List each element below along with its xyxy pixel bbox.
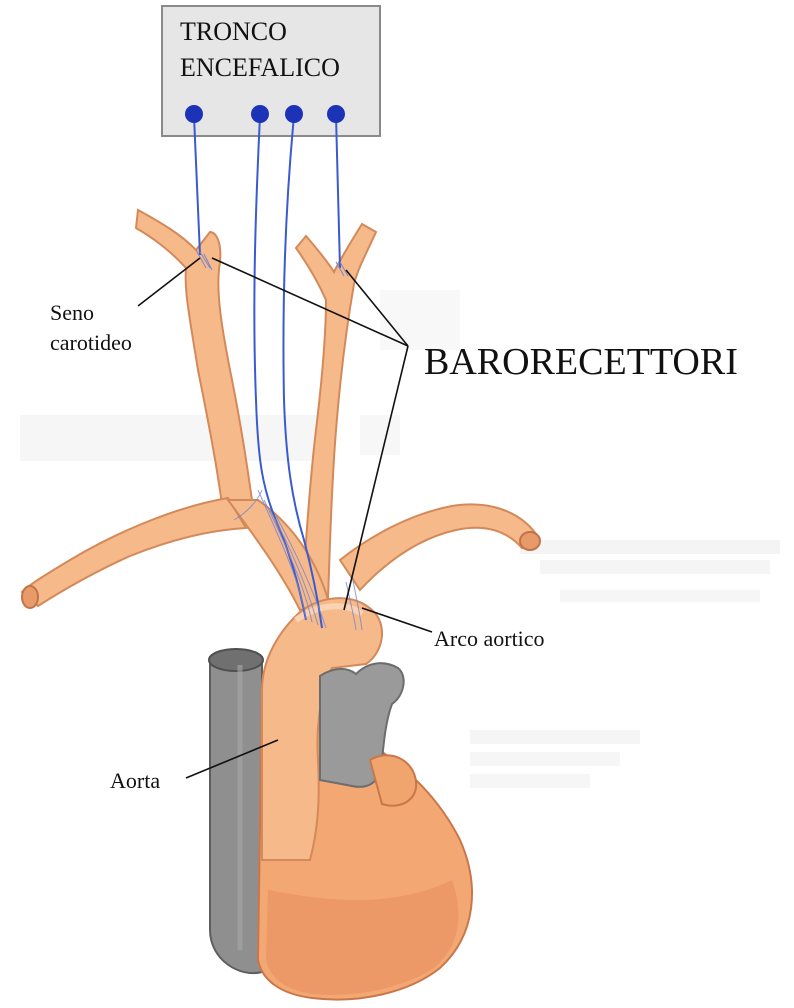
carotid-sinus-label-line1: Seno xyxy=(50,300,94,325)
right-subclavian-end xyxy=(22,586,38,608)
brainstem-label-line2: ENCEFALICO xyxy=(180,53,340,82)
nucleus-dot-3 xyxy=(285,105,303,123)
nucleus-dot-1 xyxy=(185,105,203,123)
left-subclavian-artery xyxy=(340,504,536,590)
left-subclavian-end xyxy=(520,532,540,550)
right-carotid-artery xyxy=(136,210,254,520)
vena-cava xyxy=(209,649,263,973)
aorta-label: Aorta xyxy=(110,768,160,793)
aortic-arch-label: Arco aortico xyxy=(434,626,545,651)
baroreceptors-label: BARORECETTORI xyxy=(424,341,738,383)
carotid-nerve-left xyxy=(336,116,340,268)
nucleus-dot-4 xyxy=(327,105,345,123)
carotid-sinus-label-line2: carotideo xyxy=(50,330,132,355)
right-subclavian-artery xyxy=(22,498,246,606)
brainstem-label-line1: TRONCO xyxy=(180,17,287,46)
nucleus-dot-2 xyxy=(251,105,269,123)
